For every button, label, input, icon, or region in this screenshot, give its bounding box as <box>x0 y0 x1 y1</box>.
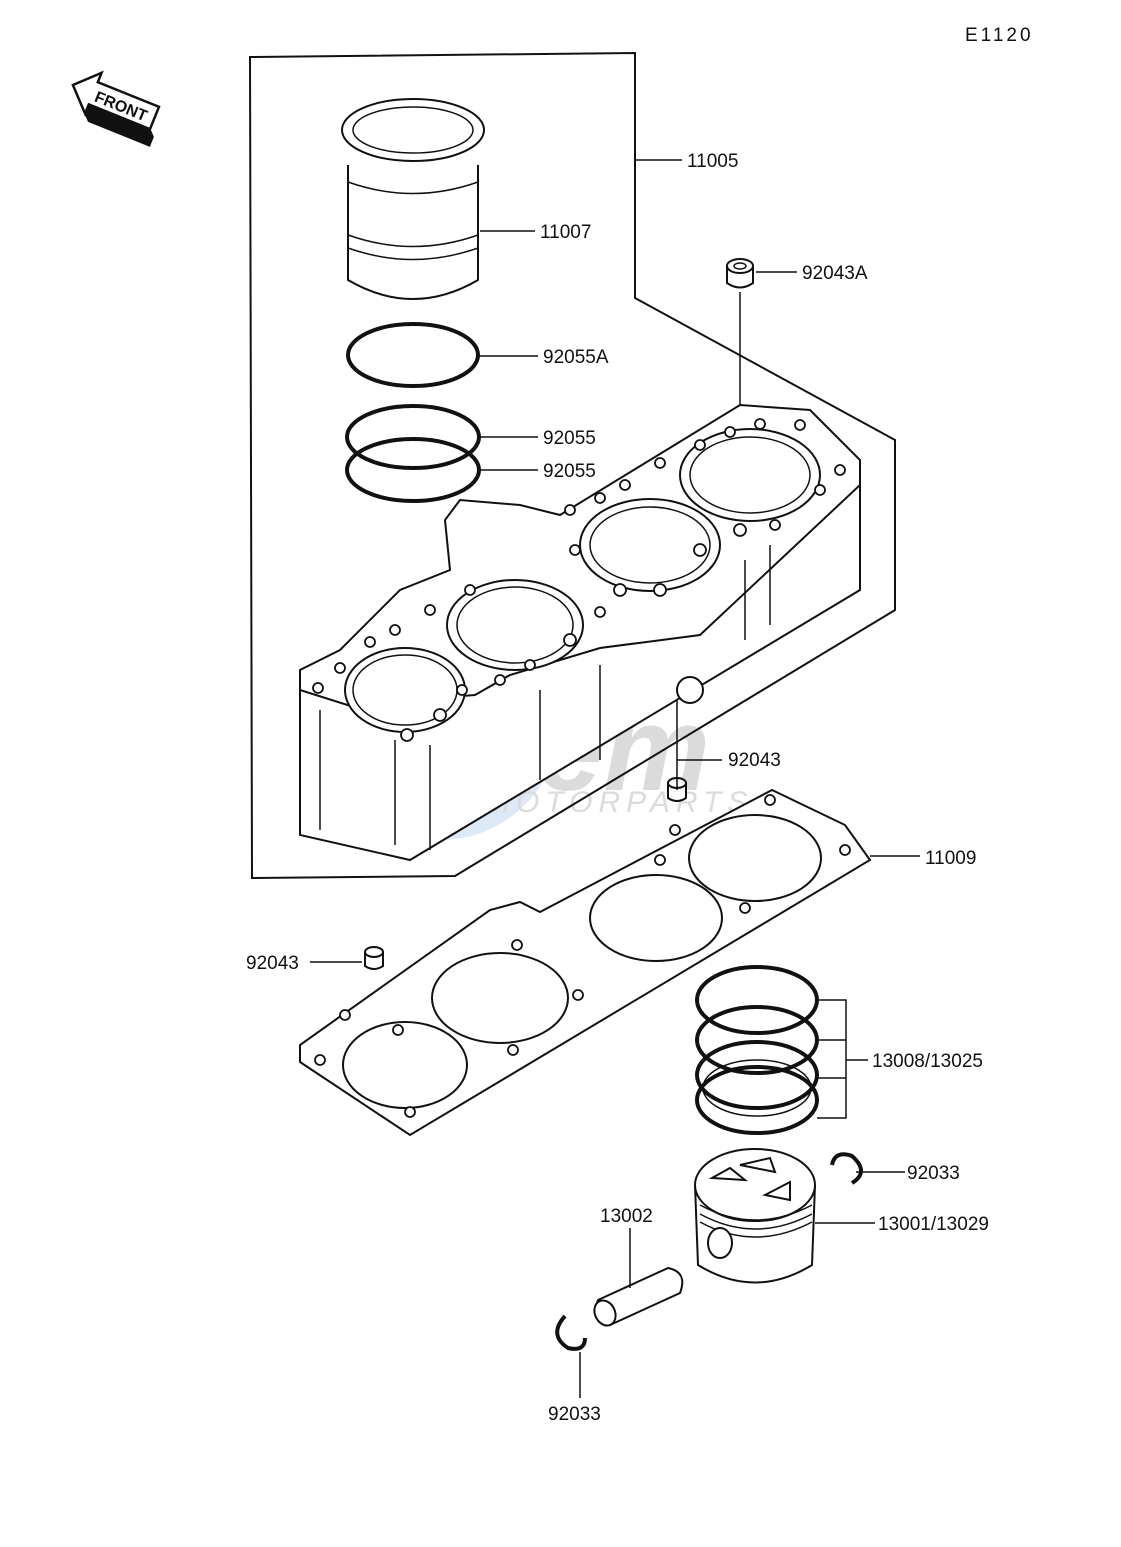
base-gasket <box>299 788 872 1137</box>
circlip-right <box>830 1152 863 1185</box>
page-code: E1120 <box>965 25 1034 46</box>
knock-pin-left <box>364 946 384 970</box>
label-11005: 11005 <box>687 151 738 172</box>
cylinder-block-bracket <box>248 51 896 880</box>
piston <box>694 1148 816 1284</box>
front-arrow-icon: FRONT <box>71 70 161 147</box>
label-92043-right: 92043 <box>728 750 781 771</box>
label-92043a: 92043A <box>802 263 868 284</box>
o-ring-1 <box>345 404 481 470</box>
label-92055-2: 92055 <box>543 461 596 482</box>
label-11007: 11007 <box>540 222 591 243</box>
piston-ring-set <box>695 965 819 1135</box>
watermark-sub: MOTORPARTS <box>485 786 753 819</box>
label-92043-left: 92043 <box>246 953 299 974</box>
label-92033-right: 92033 <box>907 1163 960 1184</box>
label-92033-bottom: 92033 <box>548 1404 601 1425</box>
label-13002: 13002 <box>600 1206 653 1227</box>
piston-pin <box>593 1266 684 1327</box>
label-92055-1: 92055 <box>543 428 596 449</box>
label-13008-13025: 13008/13025 <box>872 1051 983 1072</box>
label-92055a: 92055A <box>543 347 609 368</box>
circlip-bottom <box>555 1314 587 1351</box>
cylinder-block <box>299 403 861 862</box>
cylinder-liner <box>341 98 485 300</box>
leader-13008 <box>817 999 868 1119</box>
label-11009: 11009 <box>925 848 976 869</box>
o-ring-2 <box>345 437 481 503</box>
knock-pin-a <box>726 258 754 289</box>
label-13001-13029: 13001/13029 <box>878 1214 989 1235</box>
o-ring-a <box>346 322 480 388</box>
